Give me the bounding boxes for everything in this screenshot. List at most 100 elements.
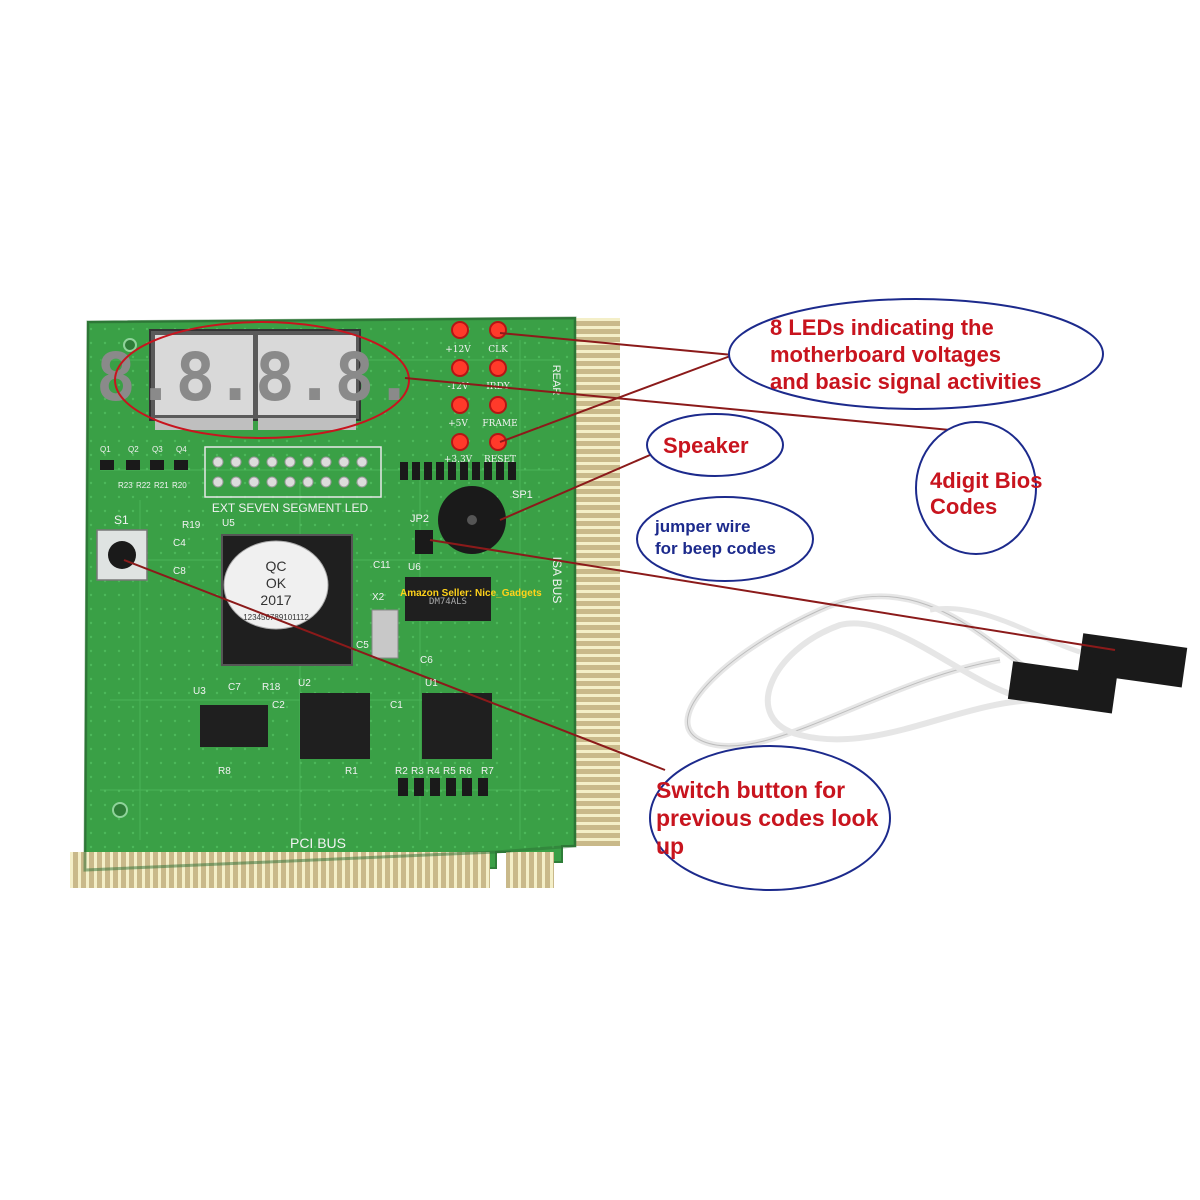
pci-gold-fingers-right <box>506 852 554 888</box>
switch-annotation-line1: Switch button for <box>656 777 846 803</box>
led-12v <box>451 321 469 339</box>
led-label-2: CLK <box>488 345 508 355</box>
jumper-jp2 <box>415 530 433 554</box>
sticker-digits: 123456789101112 <box>243 613 309 622</box>
component-label-c7: C7 <box>228 682 241 693</box>
seven-segment-display: 8.8.8.8. <box>96 329 414 430</box>
led-frame <box>489 396 507 414</box>
chip-u5: QC OK 2017 123456789101112 <box>221 534 353 666</box>
seller-mark: Amazon Seller: Nice_Gadgets <box>400 588 542 599</box>
bios-ellipse <box>915 421 1037 555</box>
component-label-r5: R5 <box>443 766 456 777</box>
chip-u2 <box>300 693 370 759</box>
pci-bus-label: PCI BUS <box>290 835 346 851</box>
switch-s1 <box>96 529 148 581</box>
resistor-row-leds <box>400 462 516 480</box>
chip-u6: DM74ALS <box>405 577 491 621</box>
leds-annotation: 8 LEDs indicating the motherboard voltag… <box>770 314 1041 395</box>
switch-annotation: Switch button for previous codes look up <box>656 776 878 860</box>
switch-label: S1 <box>114 513 129 527</box>
sticker-line1: QC <box>266 558 287 574</box>
led-label-1: +12V <box>445 345 471 355</box>
component-label-r4: R4 <box>427 766 440 777</box>
component-label-r18: R18 <box>262 682 281 693</box>
switch-ellipse <box>649 745 891 891</box>
component-label-r6: R6 <box>459 766 472 777</box>
display-digits: 8.8.8.8. <box>96 339 414 416</box>
leds-annotation-line3: and basic signal activities <box>770 369 1042 394</box>
component-label-u6: U6 <box>408 562 421 573</box>
component-label-c6: C6 <box>420 655 433 666</box>
led-clk <box>489 321 507 339</box>
component-label-u2: U2 <box>298 678 311 689</box>
leds-annotation-line1: 8 LEDs indicating the <box>770 315 994 340</box>
mounting-hole <box>112 802 128 818</box>
led-3v3 <box>451 433 469 451</box>
component-label-c2: C2 <box>272 700 285 711</box>
led-label-8: RESET <box>484 455 516 465</box>
speaker-buzzer <box>438 486 506 554</box>
sticker-line2: OK <box>266 575 287 591</box>
led-label-3: -12V <box>448 382 469 392</box>
q-label-3: Q3 <box>152 445 163 454</box>
component-label-r3: R3 <box>411 766 424 777</box>
led-irdy <box>489 359 507 377</box>
q-label-2: Q2 <box>128 445 139 454</box>
component-label-c1: C1 <box>390 700 403 711</box>
chip-u3 <box>200 705 268 747</box>
q-label-1: Q1 <box>100 445 111 454</box>
component-label-r1: R1 <box>345 766 358 777</box>
component-label-c4: C4 <box>173 538 186 549</box>
led-label-7: +3.3V <box>444 455 473 465</box>
display-highlight-ellipse <box>114 321 410 439</box>
component-label-x2: X2 <box>372 592 385 603</box>
led-label-6: FRAME <box>482 419 517 429</box>
jumper-annotation: jumper wire for beep codes <box>655 516 776 560</box>
component-label-u1: U1 <box>425 678 438 689</box>
pci-gold-fingers-left <box>70 852 490 888</box>
led-5v <box>451 396 469 414</box>
leds-ellipse <box>728 298 1104 410</box>
component-label-r8: R8 <box>218 766 231 777</box>
speaker-label: SP1 <box>512 489 533 501</box>
leds-annotation-line2: motherboard voltages <box>770 342 1002 367</box>
jumper-cable <box>684 593 1188 749</box>
led-array <box>451 321 507 451</box>
switch-annotation-line3: up <box>656 833 685 859</box>
pin-header <box>204 446 382 498</box>
switch-annotation-line2: previous codes look <box>656 805 879 831</box>
resistor-row-bottom <box>398 778 488 796</box>
jumper-annotation-line1: jumper wire <box>655 517 751 536</box>
leader-lines <box>123 332 1116 771</box>
r-label-3: R21 <box>154 481 169 490</box>
speaker-annotation: Speaker <box>663 433 749 459</box>
mounting-hole-top <box>123 338 137 352</box>
jumper-ellipse <box>636 496 814 582</box>
q-label-4: Q4 <box>176 445 187 454</box>
sticker-line3: 2017 <box>260 592 291 608</box>
logic-chip-text: DM74ALS <box>429 597 467 607</box>
component-label-c11: C11 <box>373 560 391 571</box>
speaker-annotation-line1: Speaker <box>663 433 749 458</box>
led-neg12v <box>451 359 469 377</box>
annotation-ellipses <box>636 298 1104 891</box>
component-label-r19: R19 <box>182 520 201 531</box>
component-label-c5: C5 <box>356 640 369 651</box>
bios-annotation: 4digit Bios Codes <box>930 468 1042 520</box>
display-label: EXT SEVEN SEGMENT LED <box>212 501 369 515</box>
led-reset <box>489 433 507 451</box>
component-label-r2: R2 <box>395 766 408 777</box>
jumper-annotation-line2: for beep codes <box>655 539 776 558</box>
connector-2 <box>1007 661 1118 714</box>
r-label-4: R20 <box>172 481 187 490</box>
crystal-x2 <box>371 609 399 659</box>
connector-1 <box>1077 633 1188 688</box>
transistor-row <box>100 460 188 470</box>
pcb-board: 8.8.8.8. +12V CLK -12V IRDY +5V FRAME +3… <box>70 316 620 888</box>
isa-bus-label: ISA BUS <box>550 557 564 604</box>
component-label-c8: C8 <box>173 566 186 577</box>
r-label-1: R23 <box>118 481 133 490</box>
component-label-r7: R7 <box>481 766 494 777</box>
speaker-ellipse <box>646 413 784 477</box>
